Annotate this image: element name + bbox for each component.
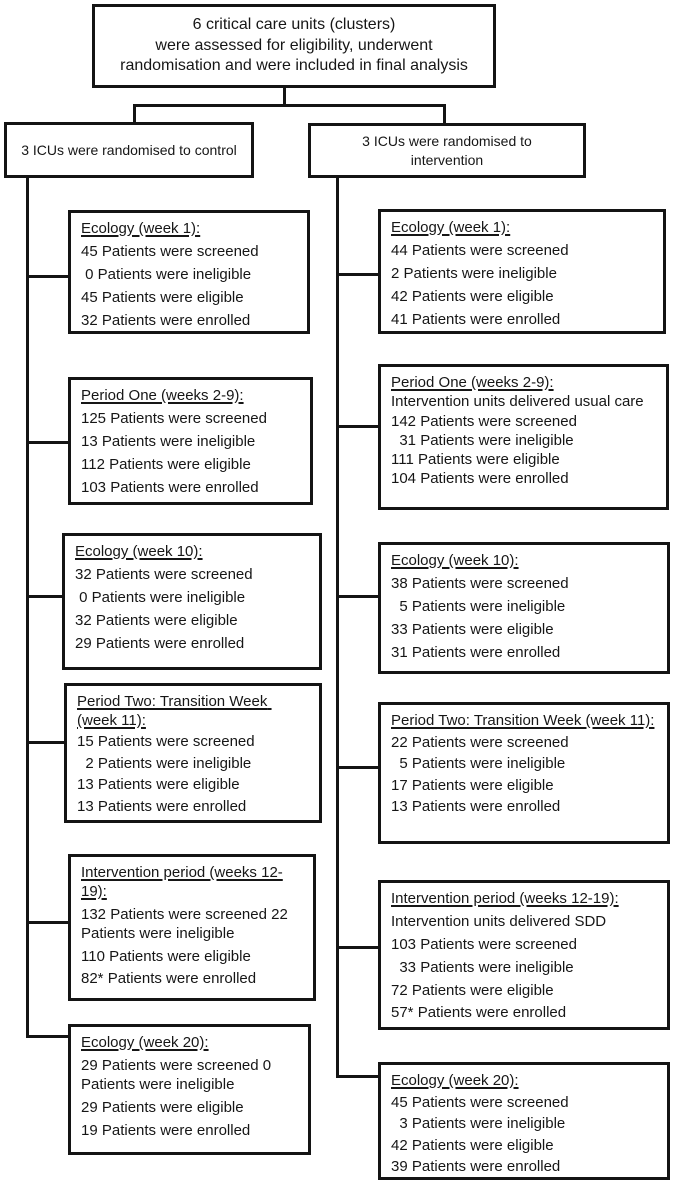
connector-control-spine: [26, 177, 29, 1038]
connector-intervention-stub-4: [336, 766, 380, 769]
box-heading: Ecology (week 10):: [75, 543, 203, 560]
stat-line: 42 Patients were eligible: [391, 287, 554, 305]
connector-control-stub-4: [26, 741, 66, 744]
connector-control-stub-2: [26, 441, 70, 444]
flow-box-intervention-period-one: Period One (weeks 2-9): Intervention uni…: [378, 364, 669, 510]
connector-control-drop: [133, 104, 136, 124]
connector-intervention-drop: [443, 104, 446, 124]
flow-box-control-ecology-week-1: Ecology (week 1): 45 Patients were scree…: [68, 210, 310, 334]
box-heading: Intervention period (weeks 12-19):: [81, 864, 283, 900]
connector-control-stub-3: [26, 595, 64, 598]
top-box: 6 critical care units (clusters) were as…: [92, 4, 496, 88]
stat-line: 0 Patients were ineligible: [81, 265, 252, 283]
flow-box-intervention-ecology-week-10: Ecology (week 10): 38 Patients were scre…: [378, 542, 670, 674]
flow-box-control-ecology-week-10: Ecology (week 10): 32 Patients were scre…: [62, 533, 322, 670]
stat-line: 32 Patients were eligible: [75, 611, 238, 629]
stat-line: 38 Patients were screened: [391, 574, 569, 592]
stat-line: 2 Patients were ineligible: [77, 754, 252, 772]
stat-line: Intervention units delivered SDD: [391, 912, 607, 930]
flow-box-control-period-two: Period Two: Transition Week (week 11): 1…: [64, 683, 322, 823]
stat-line: 17 Patients were eligible: [391, 776, 554, 794]
flow-box-control-period-one: Period One (weeks 2-9): 125 Patients wer…: [68, 377, 313, 505]
connector-control-stub-5: [26, 921, 70, 924]
stat-line: 45 Patients were eligible: [81, 288, 244, 306]
stat-line: 15 Patients were screened: [77, 733, 255, 751]
stat-line: 132 Patients were screened 22 Patients w…: [81, 905, 292, 942]
flow-box-control-intervention-period: Intervention period (weeks 12-19): 132 P…: [68, 854, 316, 1001]
box-heading: Period One (weeks 2-9):: [391, 374, 554, 391]
flow-box-intervention-ecology-week-1: Ecology (week 1): 44 Patients were scree…: [378, 209, 666, 334]
stat-line: 39 Patients were enrolled: [391, 1158, 561, 1176]
stat-line: 45 Patients were screened: [391, 1093, 569, 1111]
box-heading: Ecology (week 20):: [391, 1072, 519, 1089]
connector-intervention-stub-5: [336, 946, 380, 949]
stat-line: 13 Patients were enrolled: [391, 798, 561, 816]
flow-box-intervention-intervention-period: Intervention period (weeks 12-19): Inter…: [378, 880, 670, 1030]
stat-line: 104 Patients were enrolled: [391, 470, 569, 488]
stat-line: 29 Patients were eligible: [81, 1098, 244, 1116]
stat-line: 125 Patients were screened: [81, 409, 267, 427]
stat-line: 3 Patients were ineligible: [391, 1115, 566, 1133]
connector-control-stub-1: [26, 275, 70, 278]
connector-intervention-stub-2: [336, 425, 380, 428]
stat-line: 13 Patients were eligible: [77, 776, 240, 794]
stat-line: 5 Patients were ineligible: [391, 755, 566, 773]
stat-line: 45 Patients were screened: [81, 242, 259, 260]
stat-line: 110 Patients were eligible: [81, 947, 251, 965]
box-heading: Intervention period (weeks 12-19):: [391, 890, 619, 907]
stat-line: 32 Patients were screened: [75, 565, 253, 583]
stat-line: 29 Patients were enrolled: [75, 634, 245, 652]
stat-line: 2 Patients were ineligible: [391, 264, 557, 282]
stat-line: 57* Patients were enrolled: [391, 1004, 567, 1022]
stat-line: 33 Patients were ineligible: [391, 958, 574, 976]
connector-top-stem: [283, 88, 286, 106]
stat-line: 72 Patients were eligible: [391, 981, 554, 999]
box-heading: Ecology (week 1):: [391, 219, 511, 236]
stat-line: 22 Patients were screened: [391, 733, 569, 751]
stat-line: 142 Patients were screened: [391, 412, 577, 430]
box-heading: Ecology (week 1):: [81, 220, 201, 237]
stat-line: 31 Patients were ineligible: [391, 431, 574, 449]
box-heading: Period One (weeks 2-9):: [81, 387, 244, 404]
stat-line: 5 Patients were ineligible: [391, 597, 566, 615]
stat-line: 42 Patients were eligible: [391, 1136, 554, 1154]
stat-line: Intervention units delivered usual care: [391, 393, 644, 411]
stat-line: 103 Patients were screened: [391, 935, 577, 953]
flow-box-intervention-period-two: Period Two: Transition Week (week 11): 2…: [378, 702, 670, 844]
flow-box-control-ecology-week-20: Ecology (week 20): 29 Patients were scre…: [68, 1024, 311, 1155]
stat-line: 33 Patients were eligible: [391, 620, 554, 638]
box-heading: Ecology (week 20):: [81, 1034, 209, 1051]
connector-intervention-stub-1: [336, 273, 380, 276]
stat-line: 103 Patients were enrolled: [81, 478, 259, 496]
stat-line: 41 Patients were enrolled: [391, 310, 561, 328]
stat-line: 19 Patients were enrolled: [81, 1121, 251, 1139]
stat-line: 44 Patients were screened: [391, 241, 569, 259]
connector-split-bar: [133, 104, 446, 107]
connector-intervention-spine: [336, 177, 339, 1078]
stat-line: 111 Patients were eligible: [391, 451, 560, 469]
box-heading: Ecology (week 10):: [391, 552, 519, 569]
flow-box-intervention-ecology-week-20: Ecology (week 20): 45 Patients were scre…: [378, 1062, 670, 1180]
connector-control-stub-6: [26, 1035, 70, 1038]
stat-line: 13 Patients were ineligible: [81, 432, 256, 450]
stat-line: 13 Patients were enrolled: [77, 797, 247, 815]
box-heading: Period Two: Transition Week (week 11):: [77, 693, 272, 729]
box-heading: Period Two: Transition Week (week 11):: [391, 712, 655, 729]
stat-line: 32 Patients were enrolled: [81, 311, 251, 329]
stat-line: 82* Patients were enrolled: [81, 970, 257, 988]
connector-intervention-stub-6: [336, 1075, 380, 1078]
stat-line: 31 Patients were enrolled: [391, 643, 561, 661]
control-arm-box: 3 ICUs were randomised to control: [4, 122, 254, 178]
stat-line: 0 Patients were ineligible: [75, 588, 246, 606]
connector-intervention-stub-3: [336, 595, 380, 598]
stat-line: 29 Patients were screened 0 Patients wer…: [81, 1056, 276, 1093]
stat-line: 112 Patients were eligible: [81, 455, 251, 473]
intervention-arm-box: 3 ICUs were randomised to intervention: [308, 123, 586, 178]
